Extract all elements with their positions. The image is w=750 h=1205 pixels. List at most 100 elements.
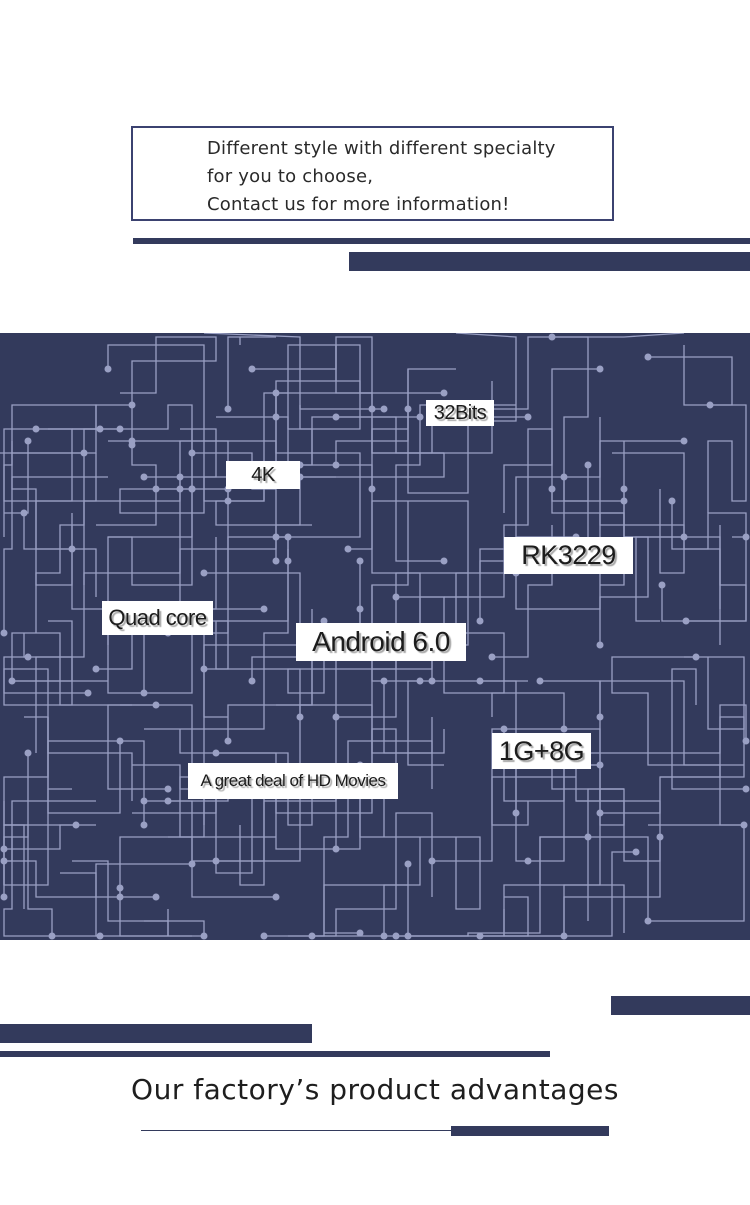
bottom-bar-right (611, 996, 750, 1015)
circuit-trace (12, 656, 73, 753)
circuit-node (152, 893, 160, 901)
circuit-node (596, 641, 604, 649)
bottom-bar-left-thick (0, 1024, 312, 1043)
circuit-trace (648, 824, 745, 922)
circuit-node (200, 932, 208, 940)
circuit-trace (3, 668, 133, 801)
circuit-node (380, 677, 388, 685)
circuit-node (344, 545, 352, 553)
circuit-trace (287, 621, 433, 754)
circuit-trace (215, 549, 301, 717)
tag-4k: 4K (226, 461, 300, 489)
circuit-node (116, 884, 124, 892)
circuit-node (584, 461, 592, 469)
circuit-trace (96, 441, 157, 526)
section-title: Our factory’s product advantages (131, 1073, 619, 1106)
circuit-node (248, 677, 256, 685)
circuit-trace (203, 333, 384, 410)
circuit-node (548, 333, 556, 341)
circuit-node (380, 405, 388, 413)
circuit-trace (107, 344, 205, 442)
circuit-node (620, 485, 628, 493)
title-underline-thin (141, 1130, 451, 1131)
circuit-node (248, 365, 256, 373)
circuit-trace (3, 428, 100, 502)
circuit-trace (395, 404, 516, 562)
tag-memory: 1G+8G (492, 733, 591, 769)
circuit-node (104, 365, 112, 373)
circuit-trace (168, 836, 276, 898)
circuit-node (644, 353, 652, 361)
circuit-trace (407, 864, 529, 937)
circuit-node (224, 405, 232, 413)
circuit-trace (444, 336, 589, 502)
circuit-trace (563, 800, 661, 936)
circuit-node (188, 860, 196, 868)
circuit-trace (552, 333, 685, 338)
intro-line-3: Contact us for more information! (207, 194, 510, 215)
circuit-node (140, 473, 148, 481)
circuit-trace (480, 884, 625, 937)
circuit-node (680, 437, 688, 445)
tag-android: Android 6.0 (296, 623, 466, 661)
intro-box: Different style with different specialty… (131, 126, 614, 221)
circuit-trace (396, 836, 589, 937)
circuit-trace (24, 716, 121, 814)
circuit-trace (491, 692, 565, 729)
circuit-node (742, 785, 750, 793)
circuit-trace (371, 369, 409, 489)
title-underline-thick (451, 1126, 609, 1136)
circuit-trace (671, 501, 721, 645)
circuit-trace (3, 753, 49, 886)
circuit-trace (3, 824, 25, 909)
circuit-node (96, 932, 104, 940)
circuit-trace (407, 680, 444, 766)
circuit-node (320, 617, 328, 625)
circuit-node (404, 860, 412, 868)
circuit-node (24, 749, 32, 757)
circuit-trace (251, 656, 313, 706)
circuit-trace (107, 704, 168, 790)
circuit-trace (612, 452, 747, 550)
circuit-trace (336, 416, 445, 478)
circuit-node (392, 593, 400, 601)
circuit-node (680, 533, 688, 541)
circuit-node (416, 413, 424, 421)
intro-line-2: for you to choose, (207, 166, 374, 187)
circuit-trace (503, 851, 636, 937)
circuit-trace (599, 680, 744, 766)
circuit-node (164, 785, 172, 793)
circuit-node (140, 689, 148, 697)
circuit-node (440, 389, 448, 397)
circuit-node (404, 405, 412, 413)
circuit-node (128, 441, 136, 449)
circuit-trace (95, 863, 192, 937)
circuit-trace (11, 453, 72, 550)
circuit-node (296, 713, 304, 721)
circuit-node (92, 665, 100, 673)
circuit-trace (227, 336, 276, 409)
circuit-trace (144, 572, 301, 730)
circuit-node (96, 425, 104, 433)
circuit-trace (551, 489, 589, 537)
circuit-trace (479, 417, 601, 621)
circuit-node (68, 545, 76, 553)
circuit-node (200, 569, 208, 577)
circuit-trace (635, 536, 684, 622)
circuit-node (0, 857, 8, 865)
circuit-node (72, 821, 80, 829)
circuit-node (332, 845, 340, 853)
circuit-trace (611, 656, 746, 790)
circuit-trace (47, 740, 145, 825)
circuit-node (548, 485, 556, 493)
circuit-node (260, 605, 268, 613)
circuit-node (658, 581, 666, 589)
circuit-node (152, 485, 160, 493)
top-divider-thick (349, 252, 750, 271)
tag-hd-movies: A great deal of HD Movies (188, 763, 398, 799)
circuit-trace (684, 656, 745, 730)
circuit-node (632, 848, 640, 856)
tag-32bits: 32Bits (426, 400, 494, 426)
circuit-trace (3, 476, 108, 633)
circuit-trace (264, 837, 421, 937)
